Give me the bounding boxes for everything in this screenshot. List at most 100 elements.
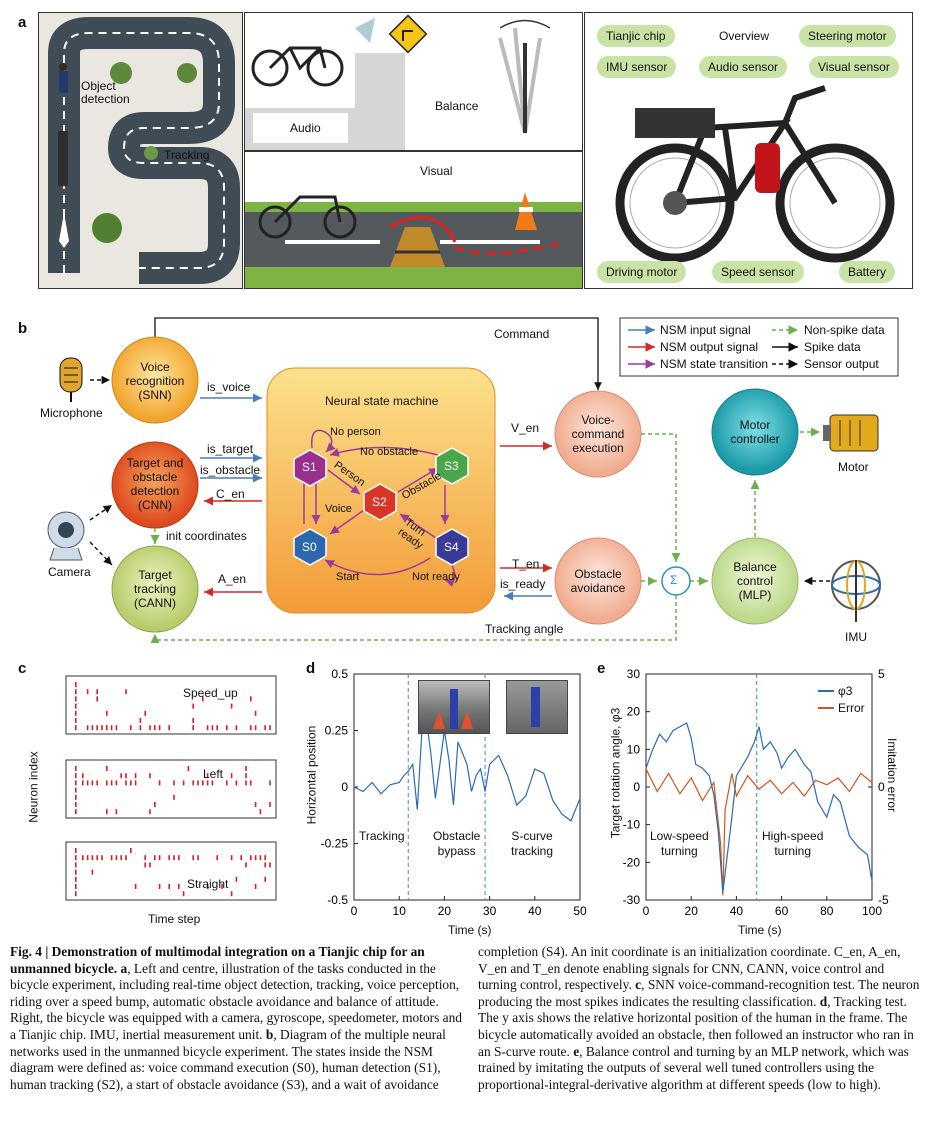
x-tick-label: 20: [438, 904, 452, 918]
x-tick-label: 80: [820, 904, 834, 918]
spike-mark: [75, 884, 77, 889]
caption-c-text: , SNN voice-command-recognition test. Th…: [478, 977, 920, 1009]
spike-mark: [264, 862, 266, 868]
spike-mark: [206, 725, 209, 731]
spike-mark: [130, 780, 132, 786]
spike-mark: [75, 855, 77, 861]
spike-mark: [168, 725, 170, 731]
spike-mark: [75, 780, 77, 786]
spike-mark: [187, 766, 190, 771]
spike-mark: [245, 862, 247, 868]
spike-mark: [101, 725, 103, 731]
c-en-signal: C_en: [216, 487, 245, 501]
spike-mark: [250, 855, 252, 861]
spike-mark: [110, 780, 113, 786]
spike-mark: [149, 773, 151, 779]
legend-spike: Spike data: [804, 340, 861, 354]
y-tick-label: 20: [627, 705, 641, 719]
caption-e-key: e: [573, 1043, 580, 1059]
spike-mark: [269, 802, 271, 807]
chart-e-legend-error: Error: [838, 701, 865, 715]
spike-mark: [154, 855, 156, 861]
spike-mark: [269, 780, 271, 786]
spike-mark: [168, 884, 170, 889]
spike-mark: [75, 869, 77, 875]
spike-mark: [96, 780, 98, 786]
spike-mark: [250, 725, 252, 731]
spike-mark: [206, 773, 209, 779]
spike-mark: [96, 689, 98, 695]
spike-mark: [75, 876, 77, 882]
spike-mark: [192, 725, 194, 731]
nsm-title: Neural state machine: [325, 394, 439, 408]
chart-e-xlabel: Time (s): [738, 923, 782, 937]
spike-mark: [82, 780, 84, 786]
spike-mark: [91, 869, 94, 875]
spike-mark: [75, 809, 77, 815]
spike-mark: [254, 855, 257, 861]
panel-e-label: e: [597, 660, 606, 677]
caption-e-text: , Balance control and turning by an MLP …: [478, 1043, 909, 1092]
inset-obstacle-photo: [418, 680, 490, 734]
spike-mark: [206, 884, 209, 889]
legend-nsm-output: NSM output signal: [660, 340, 759, 354]
spike-mark: [230, 703, 233, 709]
spike-mark: [125, 689, 127, 695]
steering-motor-pill: Steering motor: [799, 25, 896, 47]
spike-mark: [182, 780, 185, 786]
spike-mark: [192, 703, 194, 709]
spike-mark: [254, 802, 257, 807]
y-tick-label: 0.25: [325, 724, 349, 738]
state-s2: S2: [372, 495, 387, 509]
driving-motor-pill: Driving motor: [597, 261, 687, 283]
spike-mark: [144, 862, 146, 868]
raster-box: [65, 759, 277, 819]
spike-mark: [139, 725, 142, 731]
spike-mark: [235, 725, 238, 731]
spike-mark: [106, 710, 108, 716]
spike-mark: [75, 703, 77, 709]
state-s4: S4: [444, 540, 459, 554]
spike-mark: [75, 848, 77, 853]
visual-sensor-pill: Visual sensor: [809, 56, 899, 78]
spike-mark: [259, 855, 262, 861]
spike-mark: [254, 725, 257, 731]
spike-mark: [192, 855, 194, 861]
x-tick-label: 40: [730, 904, 744, 918]
sigma-node: Σ: [670, 573, 678, 587]
tracking-series-line: [353, 719, 581, 822]
audio-sensor-pill: Audio sensor: [699, 56, 788, 78]
t-en-signal: T_en: [512, 557, 540, 571]
x-tick-label: 60: [775, 904, 789, 918]
bicycle-overview: Overview Tianjic chip IMU sensor Audio s…: [584, 12, 913, 289]
panel-c-label: c: [18, 660, 27, 677]
spike-mark: [91, 780, 94, 786]
spike-mark: [250, 780, 252, 786]
panel-b-label: b: [18, 320, 28, 337]
legend-non-spike: Non-spike data: [804, 323, 885, 337]
spike-mark: [139, 718, 142, 723]
state-s0: S0: [302, 540, 317, 554]
y-tick-label: -20: [623, 855, 641, 869]
y-tick-label: 10: [627, 742, 641, 756]
is-obstacle-signal: is_obstacle: [200, 463, 261, 477]
spike-mark: [149, 862, 151, 868]
spike-raster-chart: [65, 675, 277, 901]
x-tick-label: 100: [862, 904, 882, 918]
spike-mark: [254, 710, 257, 716]
is-target-signal: is_target: [207, 442, 254, 456]
raster-box: [65, 675, 277, 735]
spike-mark: [192, 780, 194, 786]
spike-mark: [158, 884, 161, 889]
x-tick-label: 40: [528, 904, 542, 918]
spike-mark: [144, 710, 146, 716]
spike-mark: [106, 809, 108, 815]
caption-b-key: b: [265, 1026, 274, 1042]
spike-mark: [154, 802, 156, 807]
y-tick-label: 30: [627, 667, 641, 681]
